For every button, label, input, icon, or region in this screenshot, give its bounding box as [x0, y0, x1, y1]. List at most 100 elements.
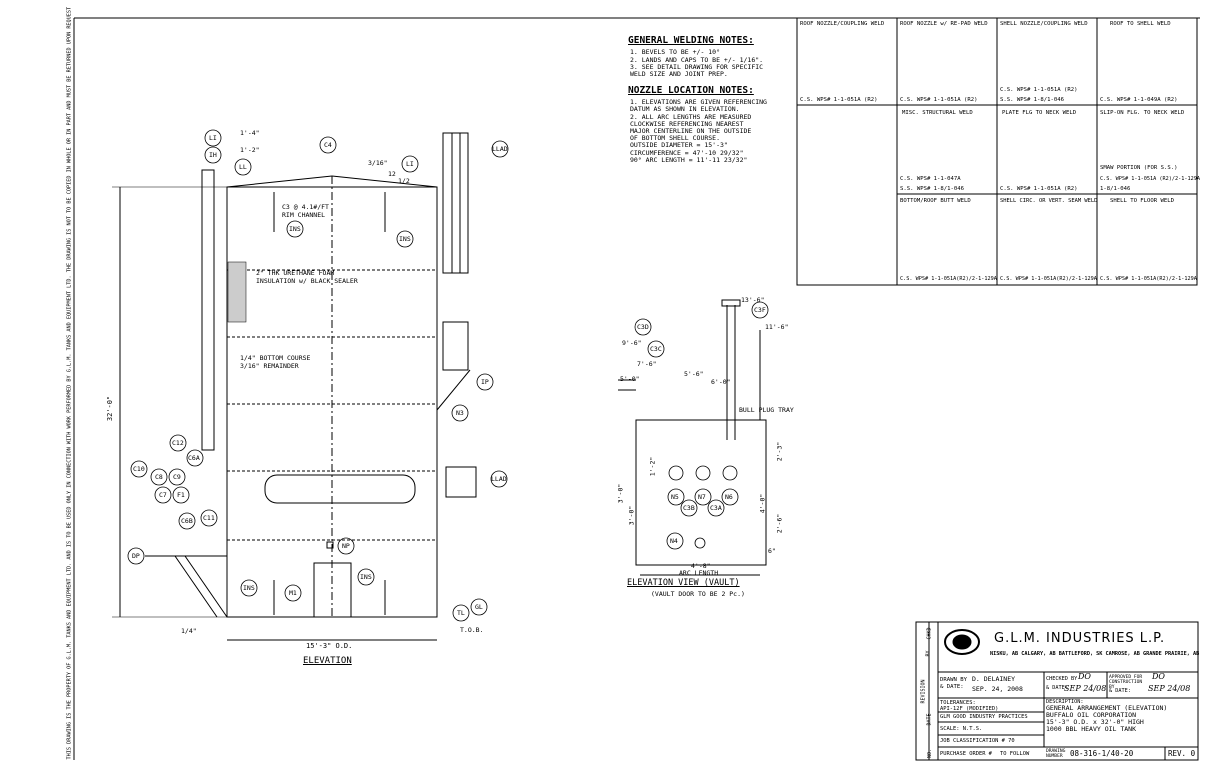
tag-ins-3: INS — [243, 584, 255, 592]
vault-tag-c3a: C3A — [710, 504, 722, 512]
checked-date-label: & DATE: — [1046, 685, 1068, 691]
diameter-dimension: 15'-3" O.D. — [306, 642, 353, 650]
tag-m1: M1 — [289, 589, 297, 597]
tag-c7: C7 — [159, 491, 167, 499]
tag-ins-1: INS — [289, 225, 301, 233]
tag-llad: LLAD — [492, 145, 508, 153]
po-label: PURCHASE ORDER # — [940, 751, 992, 757]
checked-date: SEP 24/08 — [1064, 684, 1107, 693]
weld-title-seam: SHELL CIRC. OR VERT. SEAM WELD — [1000, 198, 1098, 204]
tag-c4: C4 — [324, 141, 332, 149]
tag-np: NP — [342, 542, 350, 550]
slope-3: 1/2 — [398, 177, 410, 185]
tag-c6a: C6A — [188, 454, 200, 462]
tag-c10: C10 — [133, 465, 145, 473]
weld-wps2-slipon: 1-8/1-046 — [1100, 186, 1131, 192]
tag-li-2: LI — [406, 160, 414, 168]
checked-label: CHECKED BY — [1046, 676, 1078, 682]
drawing-label: DRAWING NUMBER — [1046, 749, 1066, 759]
tolerances-label: TOLERANCES: — [940, 700, 976, 706]
tag-ll: LL — [239, 163, 247, 171]
weld-wps-seam: C.S. WPS# 1-1-051A(R2)/2-1-129A — [1000, 276, 1097, 282]
tag-li: LI — [209, 134, 217, 142]
description-3: 15'-3" O.D. x 32'-0" HIGH — [1046, 718, 1144, 726]
approved-by: DO — [1152, 672, 1165, 681]
course-1: 1/4" BOTTOM COURSE — [240, 354, 311, 362]
weld-wps-roof-shell: C.S. WPS# 1-1-049A (R2) — [1100, 97, 1178, 103]
company-locations: NISKU, AB CALGARY, AB BATTLEFORD, SK CAM… — [990, 651, 1200, 657]
tag-c12: C12 — [172, 439, 184, 447]
po-value: TO FOLLOW — [1000, 751, 1030, 757]
top-dim-1: 1'-4" — [240, 129, 260, 137]
drawing-number: 08-316-1/40-20 — [1070, 749, 1134, 758]
nozzle-note-6: OF BOTTOM SHELL COURSE. — [630, 134, 721, 142]
drawn-date: SEP. 24, 2008 — [972, 685, 1023, 693]
nozzle-note-3: 2. ALL ARC LENGTHS ARE MEASURED — [630, 113, 752, 121]
nozzle-note-8: CIRCUMFERENCE = 47'-10 29/32" — [630, 149, 744, 157]
weld-title-roof-shell: ROOF TO SHELL WELD — [1110, 21, 1171, 27]
approved-date-label: & DATE: — [1109, 688, 1131, 694]
nozzle-note-9: 90° ARC LENGTH = 11'-11 23/32" — [630, 156, 748, 164]
vault-dim-3: 9'-6" — [622, 339, 642, 347]
description-2: BUFFALO OIL CORPORATION — [1046, 711, 1137, 719]
vault-tag-n5: N5 — [671, 493, 679, 501]
company-name: G.L.M. INDUSTRIES L.P. — [994, 631, 1166, 646]
weld-wps-structural: C.S. WPS# 1-1-047A — [900, 176, 961, 182]
side-label-chkd: CHKD — [926, 627, 933, 640]
vault-dim-1: 13'-6" — [741, 296, 765, 304]
weld-wps-roof-nozzle: C.S. WPS# 1-1-051A (R2) — [800, 97, 878, 103]
drawn-date-label: & DATE: — [940, 684, 964, 690]
vault-dim-9: 2'-6" — [775, 513, 784, 534]
weld-wps-butt: C.S. WPS# 1-1-051A(R2)/2-1-129A — [900, 276, 997, 282]
side-label-revision: REVISION — [920, 679, 927, 704]
tag-ins-4: INS — [360, 573, 372, 581]
vault-dim-14: 6" — [768, 547, 776, 555]
checked-by: DO — [1078, 672, 1091, 681]
tag-c8: C8 — [155, 473, 163, 481]
tag-tl: TL — [457, 609, 465, 617]
vault-dim-5: 5'-6" — [684, 370, 704, 378]
rim-channel-1: C3 @ 4.1#/FT — [282, 203, 329, 211]
nozzle-note-4: CLOCKWISE REFERENCING NEAREST — [630, 120, 744, 128]
elevation-title: ELEVATION — [303, 656, 352, 666]
weld-wps-shell-nozzle: C.S. WPS# 1-1-051A (R2) — [1000, 87, 1078, 93]
description-4: 1000 BBL HEAVY OIL TANK — [1046, 725, 1137, 733]
practices: GLM GOOD INDUSTRY PRACTICES — [940, 714, 1028, 720]
weld-wps2-shell-nozzle: S.S. WPS# 1-8/1-046 — [1000, 97, 1064, 103]
rim-channel-2: RIM CHANNEL — [282, 211, 326, 219]
tag-llad-2: LLAD — [491, 475, 507, 483]
vault-dim-11: 3'-0" — [616, 483, 625, 504]
slope-1: 3/16" — [368, 159, 388, 167]
vault-tag-c3d: C3D — [637, 323, 649, 331]
course-2: 3/16" REMAINDER — [240, 362, 299, 370]
vault-dim-4: 7'-6" — [637, 360, 657, 368]
nozzle-note-2: DATUM AS SHOWN IN ELEVATION. — [630, 105, 740, 113]
tag-ins-2: INS — [399, 235, 411, 243]
tag-n3: N3 — [456, 409, 464, 417]
vault-dim-8: 2'-3" — [775, 441, 784, 462]
tag-f1: F1 — [177, 491, 185, 499]
bottom-small-dim: 1/4" — [181, 627, 197, 635]
drawn-by-label: DRAWN BY — [940, 677, 967, 683]
vault-title: ELEVATION VIEW (VAULT) — [627, 578, 740, 588]
weld-title-shell-nozzle: SHELL NOZZLE/COUPLING WELD — [1000, 21, 1088, 27]
drawn-by: D. DELAINEY — [972, 675, 1016, 683]
revision: REV. 0 — [1168, 749, 1196, 758]
description-1: GENERAL ARRANGEMENT (ELEVATION) — [1046, 704, 1168, 712]
tag-c11: C11 — [203, 514, 215, 522]
weld-title-floor: SHELL TO FLOOR WELD — [1110, 198, 1174, 204]
top-dim-2: 1'-2" — [240, 146, 260, 154]
welding-note-2: 2. LANDS AND CAPS TO BE +/- 1/16". — [630, 56, 764, 64]
nozzle-notes-title: NOZZLE LOCATION NOTES: — [628, 85, 754, 96]
vault-dim-6: 6'-0" — [711, 378, 731, 386]
vault-tag-n7: N7 — [698, 493, 706, 501]
weld-wps-floor: C.S. WPS# 1-1-051A(R2)/2-1-129A — [1100, 276, 1197, 282]
vault-dim-13: 1'-2" — [648, 456, 657, 477]
side-label-no: NO. — [927, 748, 934, 759]
welding-notes-title: GENERAL WELDING NOTES: — [628, 35, 754, 46]
weld-extra-slipon: SMAW PORTION (FOR S.S.) — [1100, 165, 1178, 171]
vault-arc-2: ARC LENGTH — [679, 569, 719, 577]
tag-c6b: C6B — [181, 517, 193, 525]
